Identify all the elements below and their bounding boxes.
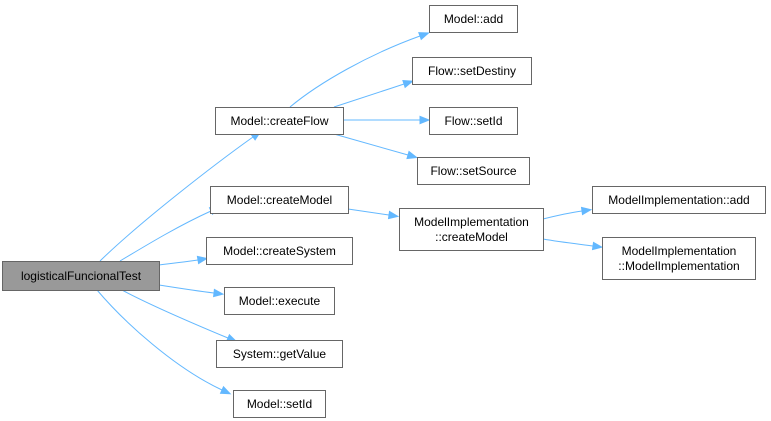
edge-root-to-model_create_system — [158, 255, 209, 266]
edge-line — [96, 289, 223, 391]
node-box — [215, 107, 344, 135]
node-label: Flow::setDestiny — [428, 64, 516, 78]
edge-line — [119, 210, 212, 262]
node-label: ::createModel — [435, 230, 508, 244]
arrowhead-icon — [387, 210, 400, 220]
edge-modelimpl_create_model-to-modelimpl_add — [542, 206, 593, 220]
node-flow-set-source[interactable]: Flow::setSource — [417, 157, 530, 185]
edge-root-to-model_create_model — [119, 206, 221, 262]
node-label: ModelImplementation — [622, 244, 737, 258]
arrowhead-icon — [419, 115, 431, 125]
node-model-set-id[interactable]: Model::setId — [233, 390, 326, 418]
node-box — [210, 186, 349, 214]
edge-line — [542, 238, 594, 247]
edge-model_create_flow-to-model_add — [289, 32, 430, 108]
edge-modelimpl_create_model-to-modelimpl_ctor — [542, 238, 604, 251]
edge-line — [542, 210, 583, 220]
node-box — [602, 237, 756, 280]
node-label: Model::setId — [247, 397, 312, 411]
node-label: logisticalFuncionalTest — [21, 269, 142, 283]
node-label: ModelImplementation::add — [608, 193, 749, 207]
node-root: logisticalFuncionalTest — [2, 261, 160, 291]
node-model-create-flow[interactable]: Model::createFlow — [215, 107, 344, 135]
edge-line — [347, 208, 390, 216]
node-box — [224, 287, 335, 315]
node-box — [206, 237, 353, 265]
node-box — [417, 157, 530, 185]
edge-line — [99, 136, 254, 262]
node-modelimpl-ctor[interactable]: ModelImplementation::ModelImplementation — [602, 237, 756, 280]
arrowhead-icon — [196, 255, 209, 265]
node-modelimpl-create-model[interactable]: ModelImplementation::createModel — [399, 208, 544, 251]
arrowhead-icon — [402, 80, 414, 89]
arrowhead-icon — [418, 32, 430, 41]
edge-model_create_flow-to-flow_set_source — [333, 133, 418, 160]
node-box — [412, 57, 532, 85]
node-label: Flow::setId — [444, 114, 502, 128]
arrowhead-icon — [219, 385, 232, 395]
node-box — [2, 261, 160, 291]
edge-line — [121, 289, 229, 339]
node-label: Flow::setSource — [430, 164, 516, 178]
edge-root-to-system_get_value — [121, 289, 238, 343]
node-label: ModelImplementation — [414, 215, 529, 229]
node-label: ::ModelImplementation — [618, 259, 739, 273]
node-model-execute[interactable]: Model::execute — [224, 287, 335, 315]
node-label: Model::add — [444, 12, 503, 26]
nodes-layer: logisticalFuncionalTest Model::createFlow… — [2, 5, 766, 418]
node-label: Model::createSystem — [223, 244, 336, 258]
node-label: Model::createModel — [227, 193, 332, 207]
edge-line — [333, 83, 405, 108]
edge-line — [333, 133, 409, 156]
edge-model_create_flow-to-flow_set_id — [343, 115, 431, 125]
node-box — [216, 340, 343, 368]
arrowhead-icon — [213, 288, 225, 298]
edge-model_create_flow-to-flow_set_destiny — [333, 80, 414, 108]
node-label: Model::execute — [239, 294, 321, 308]
arrowhead-icon — [580, 206, 593, 216]
node-model-add[interactable]: Model::add — [429, 5, 518, 33]
edge-root-to-model_set_id — [96, 289, 232, 395]
node-box — [592, 186, 766, 214]
edge-line — [158, 259, 199, 266]
node-modelimpl-add[interactable]: ModelImplementation::add — [592, 186, 766, 214]
node-flow-set-id[interactable]: Flow::setId — [429, 107, 518, 135]
arrowhead-icon — [591, 241, 604, 251]
arrowhead-icon — [406, 150, 418, 160]
node-system-get-value[interactable]: System::getValue — [216, 340, 343, 368]
node-box — [233, 390, 326, 418]
node-box — [399, 208, 544, 251]
edge-root-to-model_execute — [158, 284, 225, 298]
edge-model_create_model-to-modelimpl_create_model — [347, 208, 400, 220]
node-model-create-system[interactable]: Model::createSystem — [206, 237, 353, 265]
node-box — [429, 5, 518, 33]
edge-line — [289, 35, 421, 108]
node-model-create-model[interactable]: Model::createModel — [210, 186, 349, 214]
node-box — [429, 107, 518, 135]
edge-line — [158, 284, 215, 294]
node-label: Model::createFlow — [230, 114, 328, 128]
node-label: System::getValue — [233, 347, 326, 361]
node-flow-set-destiny[interactable]: Flow::setDestiny — [412, 57, 532, 85]
